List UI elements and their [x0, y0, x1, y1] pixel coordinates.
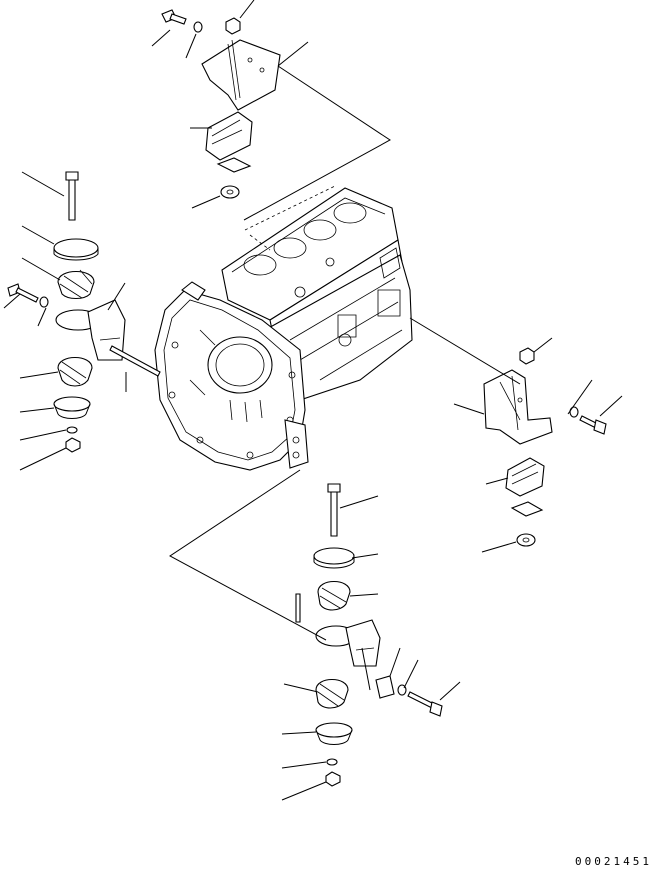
rubber-cushion-icon — [206, 112, 252, 160]
nut-icon — [221, 186, 239, 198]
washer-icon — [570, 407, 578, 417]
washer-icon — [40, 297, 48, 307]
stopper-icon — [296, 594, 300, 622]
stopper-icon — [110, 346, 160, 376]
nut-icon — [517, 534, 535, 546]
bracket-icon — [202, 40, 280, 110]
shim-plate-icon — [512, 502, 542, 516]
rubber-cushion-icon — [318, 582, 350, 611]
bolt-icon — [328, 484, 340, 536]
rubber-cushion-icon — [506, 458, 544, 496]
bolt-icon — [162, 10, 186, 24]
nut-icon — [326, 772, 340, 786]
rubber-cushion-icon — [58, 270, 94, 299]
bolt-icon — [66, 172, 78, 220]
bolt-icon — [580, 416, 606, 434]
bolt-icon — [8, 284, 38, 302]
nut-icon — [226, 18, 240, 34]
bracket-icon — [484, 370, 552, 444]
shim-plate-icon — [218, 158, 250, 172]
rubber-cushion-icon — [314, 548, 354, 568]
rubber-cushion-icon — [58, 358, 92, 387]
washer-icon — [67, 427, 77, 433]
flywheel-housing-icon — [155, 282, 308, 470]
nut-icon — [66, 438, 80, 452]
washer-icon — [194, 22, 202, 32]
bracket-icon — [56, 300, 125, 360]
washer-icon — [327, 759, 337, 765]
rubber-cushion-icon — [54, 397, 90, 419]
rubber-cushion-icon — [54, 239, 98, 260]
nut-icon — [520, 348, 534, 364]
stopper-icon — [376, 676, 394, 698]
rubber-cushion-icon — [316, 723, 352, 745]
bracket-icon — [316, 620, 380, 666]
bolt-icon — [408, 692, 442, 716]
rubber-cushion-icon — [316, 680, 348, 709]
drawing-reference-code: 00021451 — [575, 855, 652, 868]
